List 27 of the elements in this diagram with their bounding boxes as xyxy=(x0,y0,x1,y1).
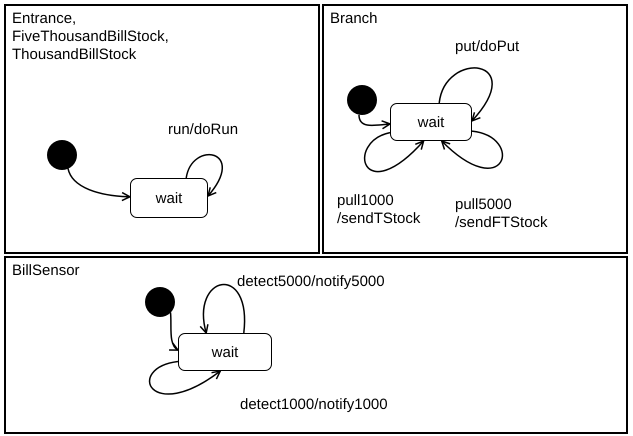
edge-label: detect1000/notify1000 xyxy=(240,396,388,414)
transition-arrow xyxy=(67,168,131,202)
initial-state-dot xyxy=(145,287,175,317)
edge-label: put/doPut xyxy=(455,38,520,56)
composite-state-panel xyxy=(4,4,320,254)
transition-arrow xyxy=(364,132,424,172)
edge-label: detect5000/notify5000 xyxy=(237,273,385,291)
initial-state-dot xyxy=(347,85,377,115)
panel-title: BillSensor xyxy=(12,262,81,280)
state-box: wait xyxy=(130,178,208,218)
transition-arrow xyxy=(440,130,504,169)
initial-state-dot xyxy=(47,140,77,170)
transition-arrow xyxy=(149,360,222,395)
transition-arrow xyxy=(358,114,391,130)
edge-label: pull5000 /sendFTStock xyxy=(455,196,549,232)
composite-state-panel xyxy=(4,256,628,434)
transition-arrow xyxy=(185,154,223,197)
transition-arrow xyxy=(200,284,246,334)
panel-title: Branch xyxy=(330,10,379,28)
edge-label: pull1000 /sendTStock xyxy=(337,192,422,228)
panel-title: Entrance, FiveThousandBillStock, ThousandBillStock xyxy=(12,10,170,64)
transition-arrow xyxy=(168,312,179,351)
composite-state-panel xyxy=(322,4,628,254)
state-box: wait xyxy=(178,333,272,371)
edge-label: run/doRun xyxy=(168,121,238,139)
state-box: wait xyxy=(390,103,472,141)
transition-arrow xyxy=(438,67,493,122)
